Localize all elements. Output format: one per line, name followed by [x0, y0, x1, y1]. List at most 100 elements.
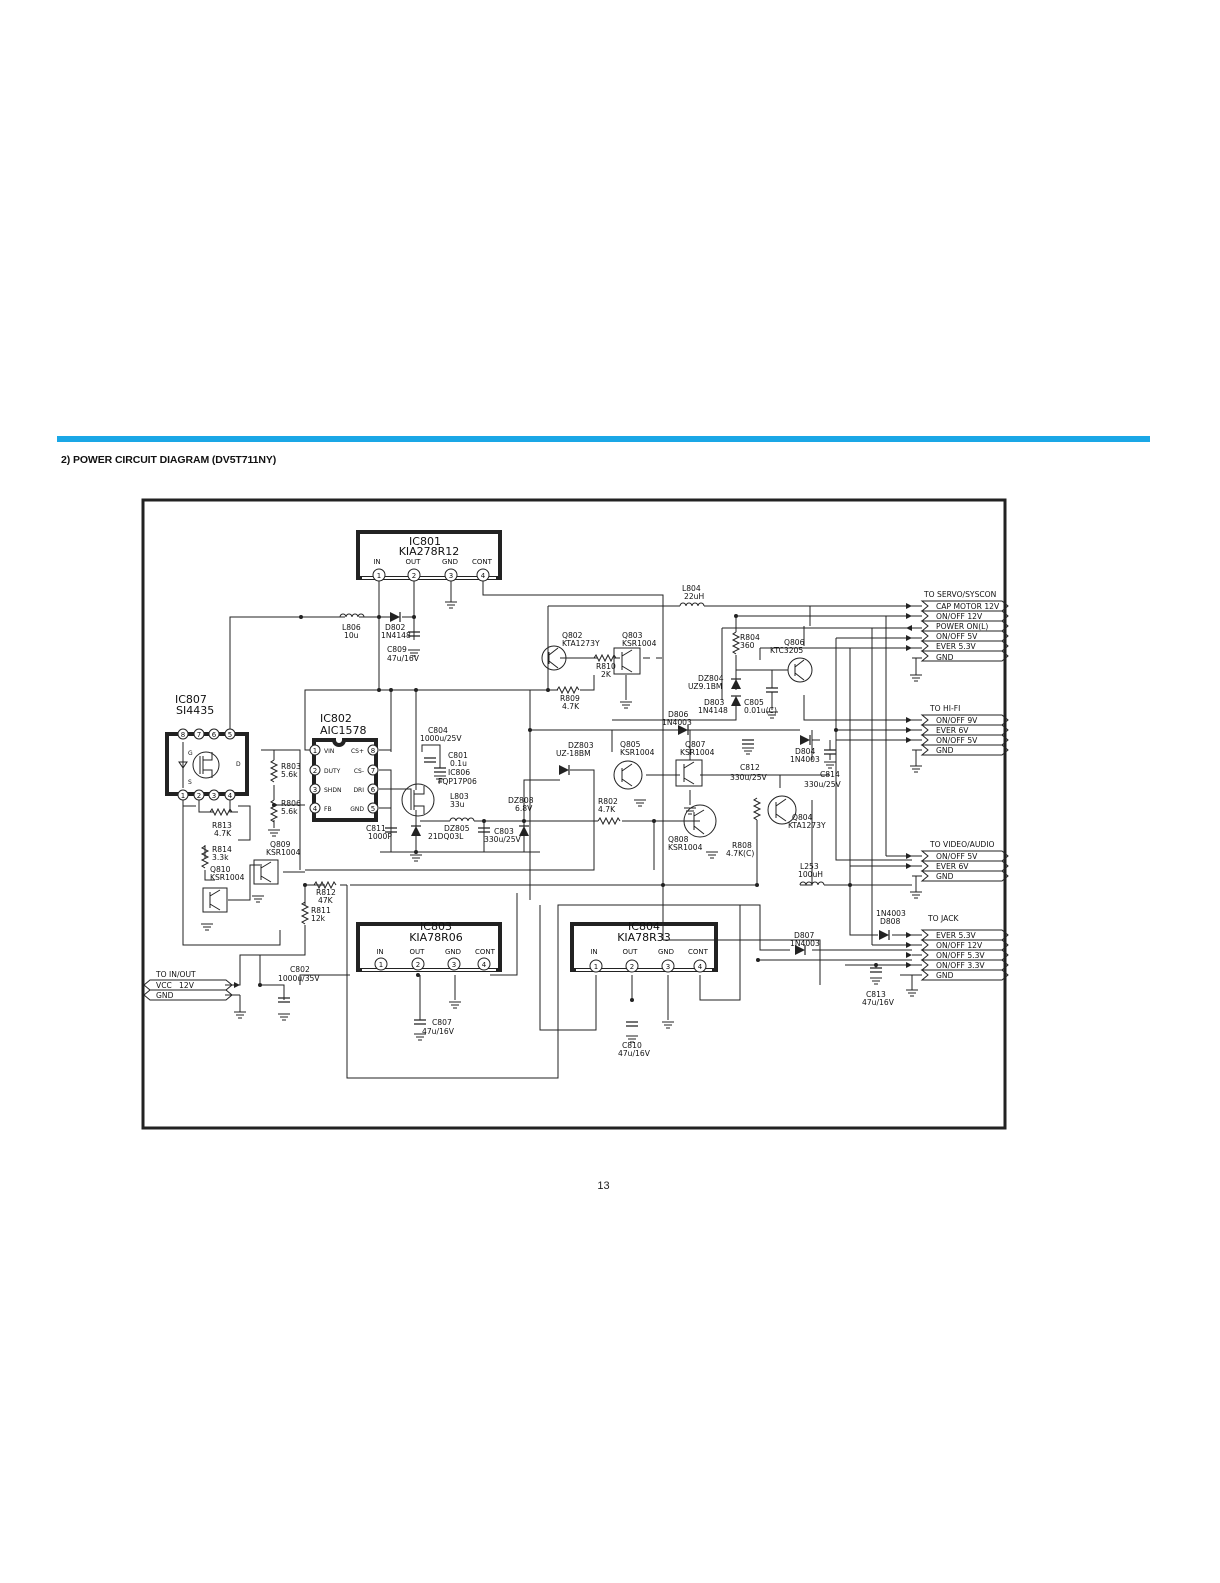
- ic801-pin-in: IN: [373, 558, 380, 566]
- hifi-title: TO HI-FI: [929, 704, 960, 713]
- d807-ref: D807: [794, 931, 815, 940]
- ic807-pin6: 6: [212, 731, 217, 739]
- l803-val: 33u: [450, 800, 465, 809]
- inout-line-2: GND: [156, 991, 174, 1000]
- connector-jack: TO JACK EVER 5.3V ON/OFF 12V ON/OFF 5.3V…: [871, 628, 1009, 981]
- q802-val: KTA1273Y: [562, 639, 600, 648]
- components: L806 10u D802 1N4148 C809 47u/16V L804 2…: [200, 581, 923, 1058]
- r811-ref: R811: [311, 906, 331, 915]
- ic802-name: IC802: [320, 712, 352, 725]
- jack-title: TO JACK: [927, 914, 959, 923]
- ic804-name: IC804: [628, 920, 660, 933]
- schematic-frame: [141, 498, 1007, 1130]
- r806-ref: R806: [281, 799, 301, 808]
- q810-val: KSR1004: [210, 873, 245, 882]
- ic807-pin5: 5: [228, 731, 232, 739]
- ic806-ref: IC806: [448, 768, 470, 777]
- ic801-name: IC801: [409, 535, 441, 548]
- ic802-pin1: 1: [313, 747, 317, 755]
- d808-val: 1N4003: [876, 909, 906, 918]
- q807-val: KSR1004: [680, 748, 715, 757]
- ic803-part: KIA78R06: [409, 931, 463, 944]
- c809-val: 47u/16V: [387, 654, 420, 663]
- r810-ref: R810: [596, 662, 616, 671]
- ic802-pin2: 2: [313, 767, 317, 775]
- servo-line-5: EVER 5.3V: [936, 642, 977, 651]
- r808-ref: R808: [732, 841, 752, 850]
- l253-val: 100uH: [798, 870, 823, 879]
- r812-ref: R812: [316, 888, 336, 897]
- r804-val: 360: [740, 641, 755, 650]
- ic803-regulator: IC803 KIA78R06 IN OUT GND CONT 1 2 3 4: [356, 920, 502, 972]
- ic807-mosfet: IC807 SI4435 8 7 6 5 1 2 3 4 G S D: [165, 693, 249, 801]
- ic802-duty: DUTY: [324, 768, 341, 775]
- ic807-d-label: D: [236, 761, 241, 768]
- ic804-pin2-num: 2: [630, 963, 634, 971]
- servo-line-4: ON/OFF 5V: [936, 632, 978, 641]
- q810-ref: Q810: [210, 865, 231, 874]
- dz804-val: UZ9.1BM: [688, 682, 722, 691]
- jack-line-3: ON/OFF 5.3V: [936, 951, 985, 960]
- q803-val: KSR1004: [622, 639, 657, 648]
- q807-ref: Q807: [685, 740, 706, 749]
- ic803-pin-out: OUT: [410, 948, 426, 956]
- ic802-gnd: GND: [350, 806, 364, 813]
- q806-val: KTC3205: [770, 646, 803, 655]
- video-title: TO VIDEO/AUDIO: [929, 840, 994, 849]
- ic801-pin2-num: 2: [412, 572, 416, 580]
- section-title: 2) POWER CIRCUIT DIAGRAM (DV5T711NY): [61, 454, 277, 466]
- ic802-pin5: 5: [371, 805, 375, 813]
- d803-val: 1N4148: [698, 706, 728, 715]
- r809-ref: R809: [560, 694, 580, 703]
- video-line-2: EVER 6V: [936, 862, 969, 871]
- ic807-name: IC807: [175, 693, 207, 706]
- r812-val: 47K: [318, 896, 334, 905]
- ic807-pin4: 4: [228, 792, 233, 800]
- ic802-csp: CS+: [351, 748, 364, 755]
- ic803-name: IC803: [420, 920, 452, 933]
- ic807-part: SI4435: [176, 704, 214, 717]
- c801-ref: C801: [448, 751, 468, 760]
- connector-in-out: TO IN/OUT VCC 12V GND: [143, 970, 240, 1001]
- ic803-pin4-num: 4: [482, 961, 487, 969]
- d804-ref: D804: [795, 747, 816, 756]
- section-divider-bar: [57, 436, 1150, 442]
- c805-val: 0.01u(C): [744, 706, 777, 715]
- c801-val: 0.1u: [450, 759, 467, 768]
- d806-val: 1N4003: [662, 718, 692, 727]
- ic801-pin4-num: 4: [481, 572, 486, 580]
- ic802-pin4: 4: [313, 805, 318, 813]
- ic803-pin2-num: 2: [416, 961, 420, 969]
- r813-ref: R813: [212, 821, 232, 830]
- ic806-val: FQP17P06: [438, 777, 477, 786]
- hifi-line-3: ON/OFF 5V: [936, 736, 978, 745]
- hifi-line-2: EVER 6V: [936, 726, 969, 735]
- ic802-vin: VIN: [324, 748, 334, 755]
- ic802-part: AIC1578: [320, 724, 366, 737]
- jack-line-2: ON/OFF 12V: [936, 941, 983, 950]
- l804-val: 22uH: [684, 592, 704, 601]
- dz808-val: 6.8V: [515, 804, 533, 813]
- c813-ref: C813: [866, 990, 886, 999]
- d802-val: 1N4148: [381, 631, 411, 640]
- q809-ref: Q809: [270, 840, 291, 849]
- ic802-pin6: 6: [371, 786, 376, 794]
- ic801-pin-out: OUT: [406, 558, 422, 566]
- q803-ref: Q803: [622, 631, 643, 640]
- ic803-pin-in: IN: [376, 948, 383, 956]
- ic801-pin-gnd: GND: [442, 558, 458, 566]
- servo-line-3: POWER ON(L): [936, 622, 988, 631]
- servo-title: TO SERVO/SYSCON: [923, 590, 996, 599]
- ic803-pin-cont: CONT: [475, 948, 496, 956]
- inout-line-1: VCC 12V: [156, 981, 195, 990]
- dz803-val: UZ-18BM: [556, 749, 591, 758]
- ic804-regulator: IC804 KIA78R33 IN OUT GND CONT 1 2 3 4: [570, 920, 718, 973]
- r804-ref: R804: [740, 633, 760, 642]
- c802-ref: C802: [290, 965, 310, 974]
- q804-ref: Q804: [792, 813, 813, 822]
- c804-ref: C804: [428, 726, 448, 735]
- c812-ref: C812: [740, 763, 760, 772]
- r802-val: 4.7K: [598, 805, 616, 814]
- ic802-pin8: 8: [371, 747, 375, 755]
- ic801-part: KIA278R12: [399, 545, 460, 558]
